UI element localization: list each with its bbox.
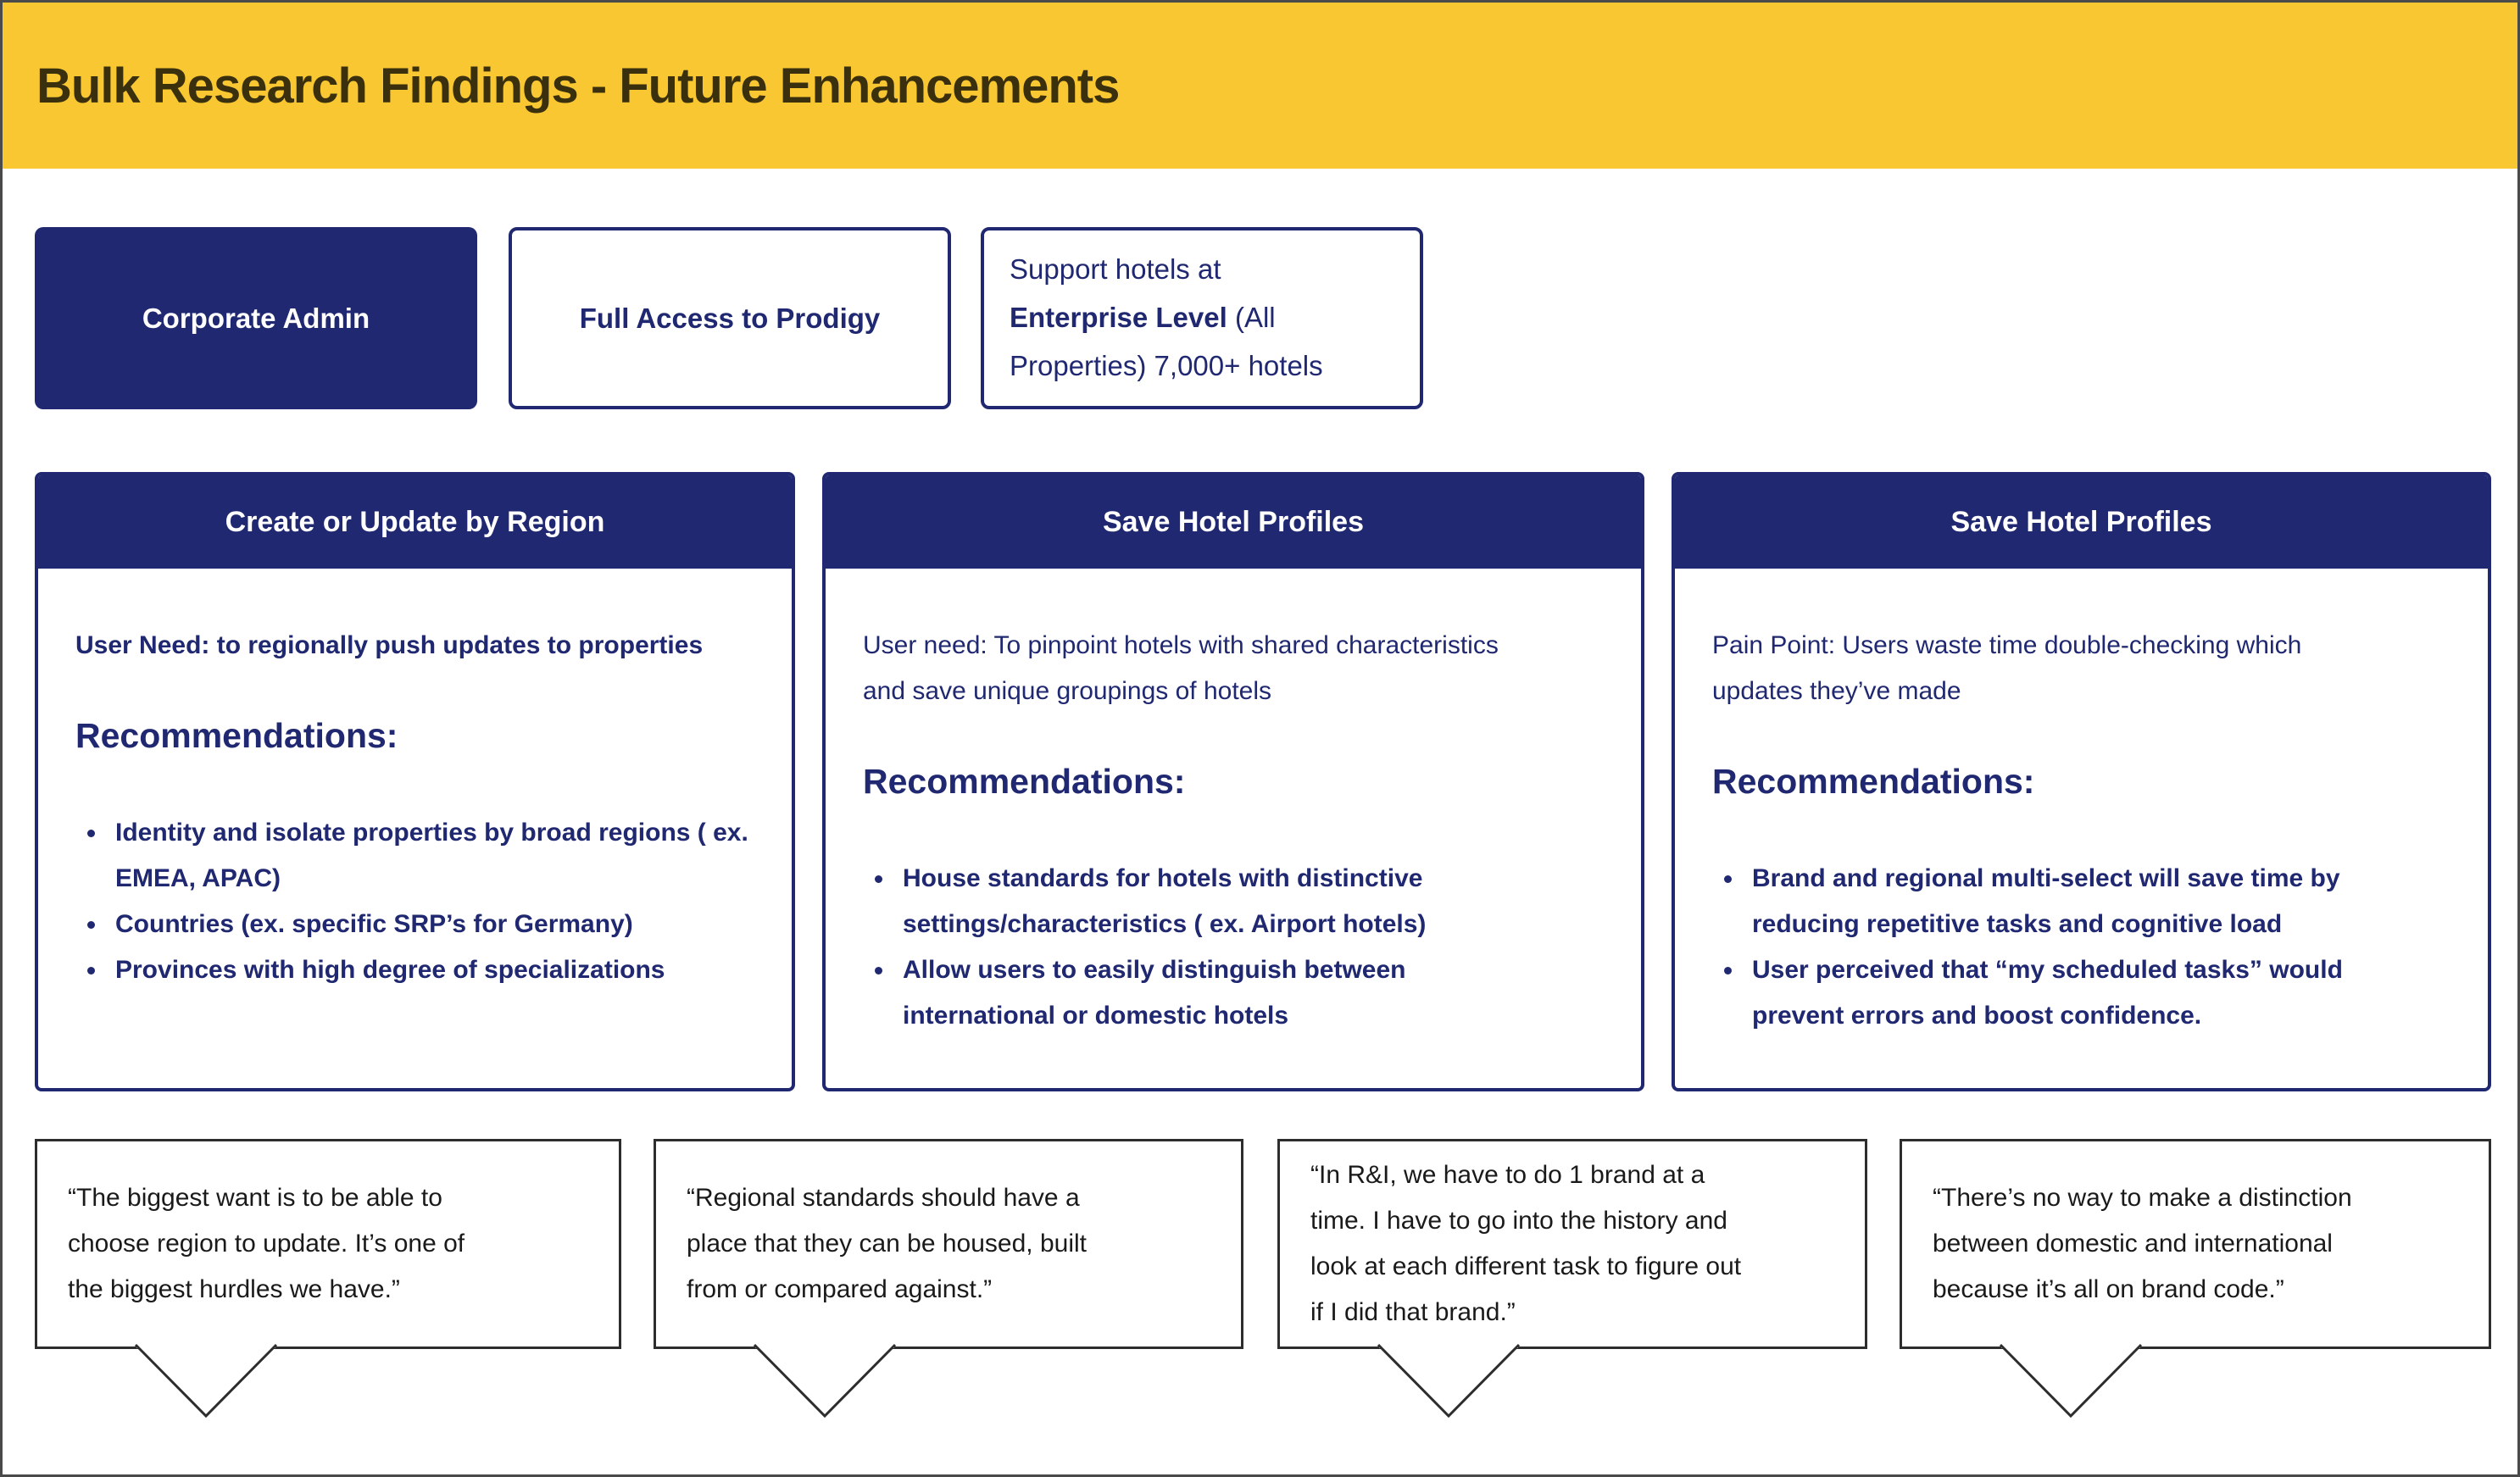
context-box-text: Support hotels at Enterprise Level (All … (1010, 246, 1323, 390)
context-line-bold: Enterprise Level (1010, 302, 1227, 334)
bullet-dot (87, 830, 95, 837)
speech-tail (1377, 1343, 1521, 1419)
recommendations-heading: Recommendations: (75, 716, 398, 755)
quote-text: “The biggest want is to be able to choos… (68, 1175, 593, 1313)
quote-line: “The biggest want is to be able to (68, 1184, 442, 1212)
quote-line: if I did that brand.” (1310, 1298, 1516, 1326)
context-box-label: Corporate Admin (142, 302, 370, 334)
bullet-text: Provinces with high degree of specializa… (115, 956, 665, 984)
bullet-text: Brand and regional multi-select will sav… (1752, 864, 2340, 938)
quote-line: time. I have to go into the history and (1310, 1207, 1727, 1235)
bullet-item: House standards for hotels with distinct… (875, 856, 1604, 947)
bullet-list: Brand and regional multi-select will sav… (1724, 856, 2450, 1039)
slide-title: Bulk Research Findings - Future Enhancem… (36, 58, 1120, 114)
bullet-item: Allow users to easily distinguish betwee… (875, 947, 1604, 1039)
card-header-label: Create or Update by Region (225, 505, 605, 538)
card-header: Save Hotel Profiles (826, 475, 1641, 569)
finding-card-save-hotel-profiles-2: Save Hotel Profiles Pain Point: Users wa… (1672, 472, 2491, 1091)
speech-tail (134, 1343, 278, 1419)
bullet-text: Allow users to easily distinguish betwee… (903, 956, 1406, 1030)
bullet-text: Countries (ex. specific SRP’s for German… (115, 910, 633, 938)
quote-line: because it’s all on brand code.” (1933, 1275, 2284, 1303)
quote-bubble-2: “Regional standards should have a place … (654, 1139, 1243, 1419)
finding-card-create-update-by-region: Create or Update by Region User Need: to… (35, 472, 795, 1091)
context-box-label: Full Access to Prodigy (579, 302, 881, 334)
pain-point-text: Pain Point: Users waste time double-chec… (1712, 631, 2302, 705)
bullet-dot (875, 875, 882, 883)
card-body: User need: To pinpoint hotels with share… (826, 569, 1641, 1039)
card-header: Save Hotel Profiles (1675, 475, 2488, 569)
recommendations-heading: Recommendations: (1712, 762, 2035, 801)
card-header-label: Save Hotel Profiles (1102, 505, 1364, 538)
context-box-enterprise-level: Support hotels at Enterprise Level (All … (981, 227, 1423, 409)
quote-text: “Regional standards should have a place … (687, 1175, 1215, 1313)
quote-line: “Regional standards should have a (687, 1184, 1080, 1212)
bullet-list: Identity and isolate properties by broad… (87, 810, 754, 993)
bullet-dot (875, 967, 882, 974)
card-header-label: Save Hotel Profiles (1950, 505, 2212, 538)
card-header: Create or Update by Region (38, 475, 792, 569)
context-box-full-access: Full Access to Prodigy (509, 227, 951, 409)
quote-bubble-4: “There’s no way to make a distinction be… (1900, 1139, 2491, 1419)
context-line: Properties) 7,000+ hotels (1010, 349, 1323, 381)
quote-line: from or compared against.” (687, 1275, 993, 1303)
quote-line: the biggest hurdles we have.” (68, 1275, 400, 1303)
quote-bubble-3: “In R&I, we have to do 1 brand at a time… (1277, 1139, 1867, 1419)
bullet-dot (87, 921, 95, 929)
bullet-list: House standards for hotels with distinct… (875, 856, 1604, 1039)
quote-text: “In R&I, we have to do 1 brand at a time… (1310, 1152, 1839, 1335)
bullet-text: User perceived that “my scheduled tasks”… (1752, 956, 2343, 1030)
speech-tail (1999, 1343, 2143, 1419)
bullet-item: Provinces with high degree of specializa… (87, 947, 754, 993)
quote-line: choose region to update. It’s one of (68, 1230, 465, 1258)
quote-bubble-1: “The biggest want is to be able to choos… (35, 1139, 621, 1419)
bullet-item: User perceived that “my scheduled tasks”… (1724, 947, 2450, 1039)
bullet-text: Identity and isolate properties by broad… (115, 819, 748, 892)
user-need-text: User Need: to regionally push updates to… (75, 631, 704, 659)
card-body: User Need: to regionally push updates to… (38, 569, 792, 993)
bullet-item: Brand and regional multi-select will sav… (1724, 856, 2450, 947)
speech-tail (753, 1343, 897, 1419)
context-box-corporate-admin: Corporate Admin (35, 227, 477, 409)
quote-line: look at each different task to figure ou… (1310, 1252, 1742, 1280)
bullet-dot (1724, 875, 1732, 883)
context-line: Support hotels at (1010, 253, 1221, 286)
finding-card-save-hotel-profiles-1: Save Hotel Profiles User need: To pinpoi… (822, 472, 1644, 1091)
quote-text: “There’s no way to make a distinction be… (1933, 1175, 2463, 1313)
card-body: Pain Point: Users waste time double-chec… (1675, 569, 2488, 1039)
bullet-text: House standards for hotels with distinct… (903, 864, 1427, 938)
quote-line: place that they can be housed, built (687, 1230, 1088, 1258)
recommendations-heading: Recommendations: (863, 762, 1186, 801)
quote-line: “In R&I, we have to do 1 brand at a (1310, 1161, 1705, 1189)
bullet-item: Identity and isolate properties by broad… (87, 810, 754, 902)
bullet-item: Countries (ex. specific SRP’s for German… (87, 902, 754, 947)
title-bar: Bulk Research Findings - Future Enhancem… (3, 3, 2517, 169)
user-need-text: User need: To pinpoint hotels with share… (863, 631, 1499, 705)
quote-line: “There’s no way to make a distinction (1933, 1184, 2352, 1212)
quote-line: between domestic and international (1933, 1230, 2333, 1258)
context-line: (All (1227, 302, 1276, 334)
bullet-dot (1724, 967, 1732, 974)
bullet-dot (87, 967, 95, 974)
